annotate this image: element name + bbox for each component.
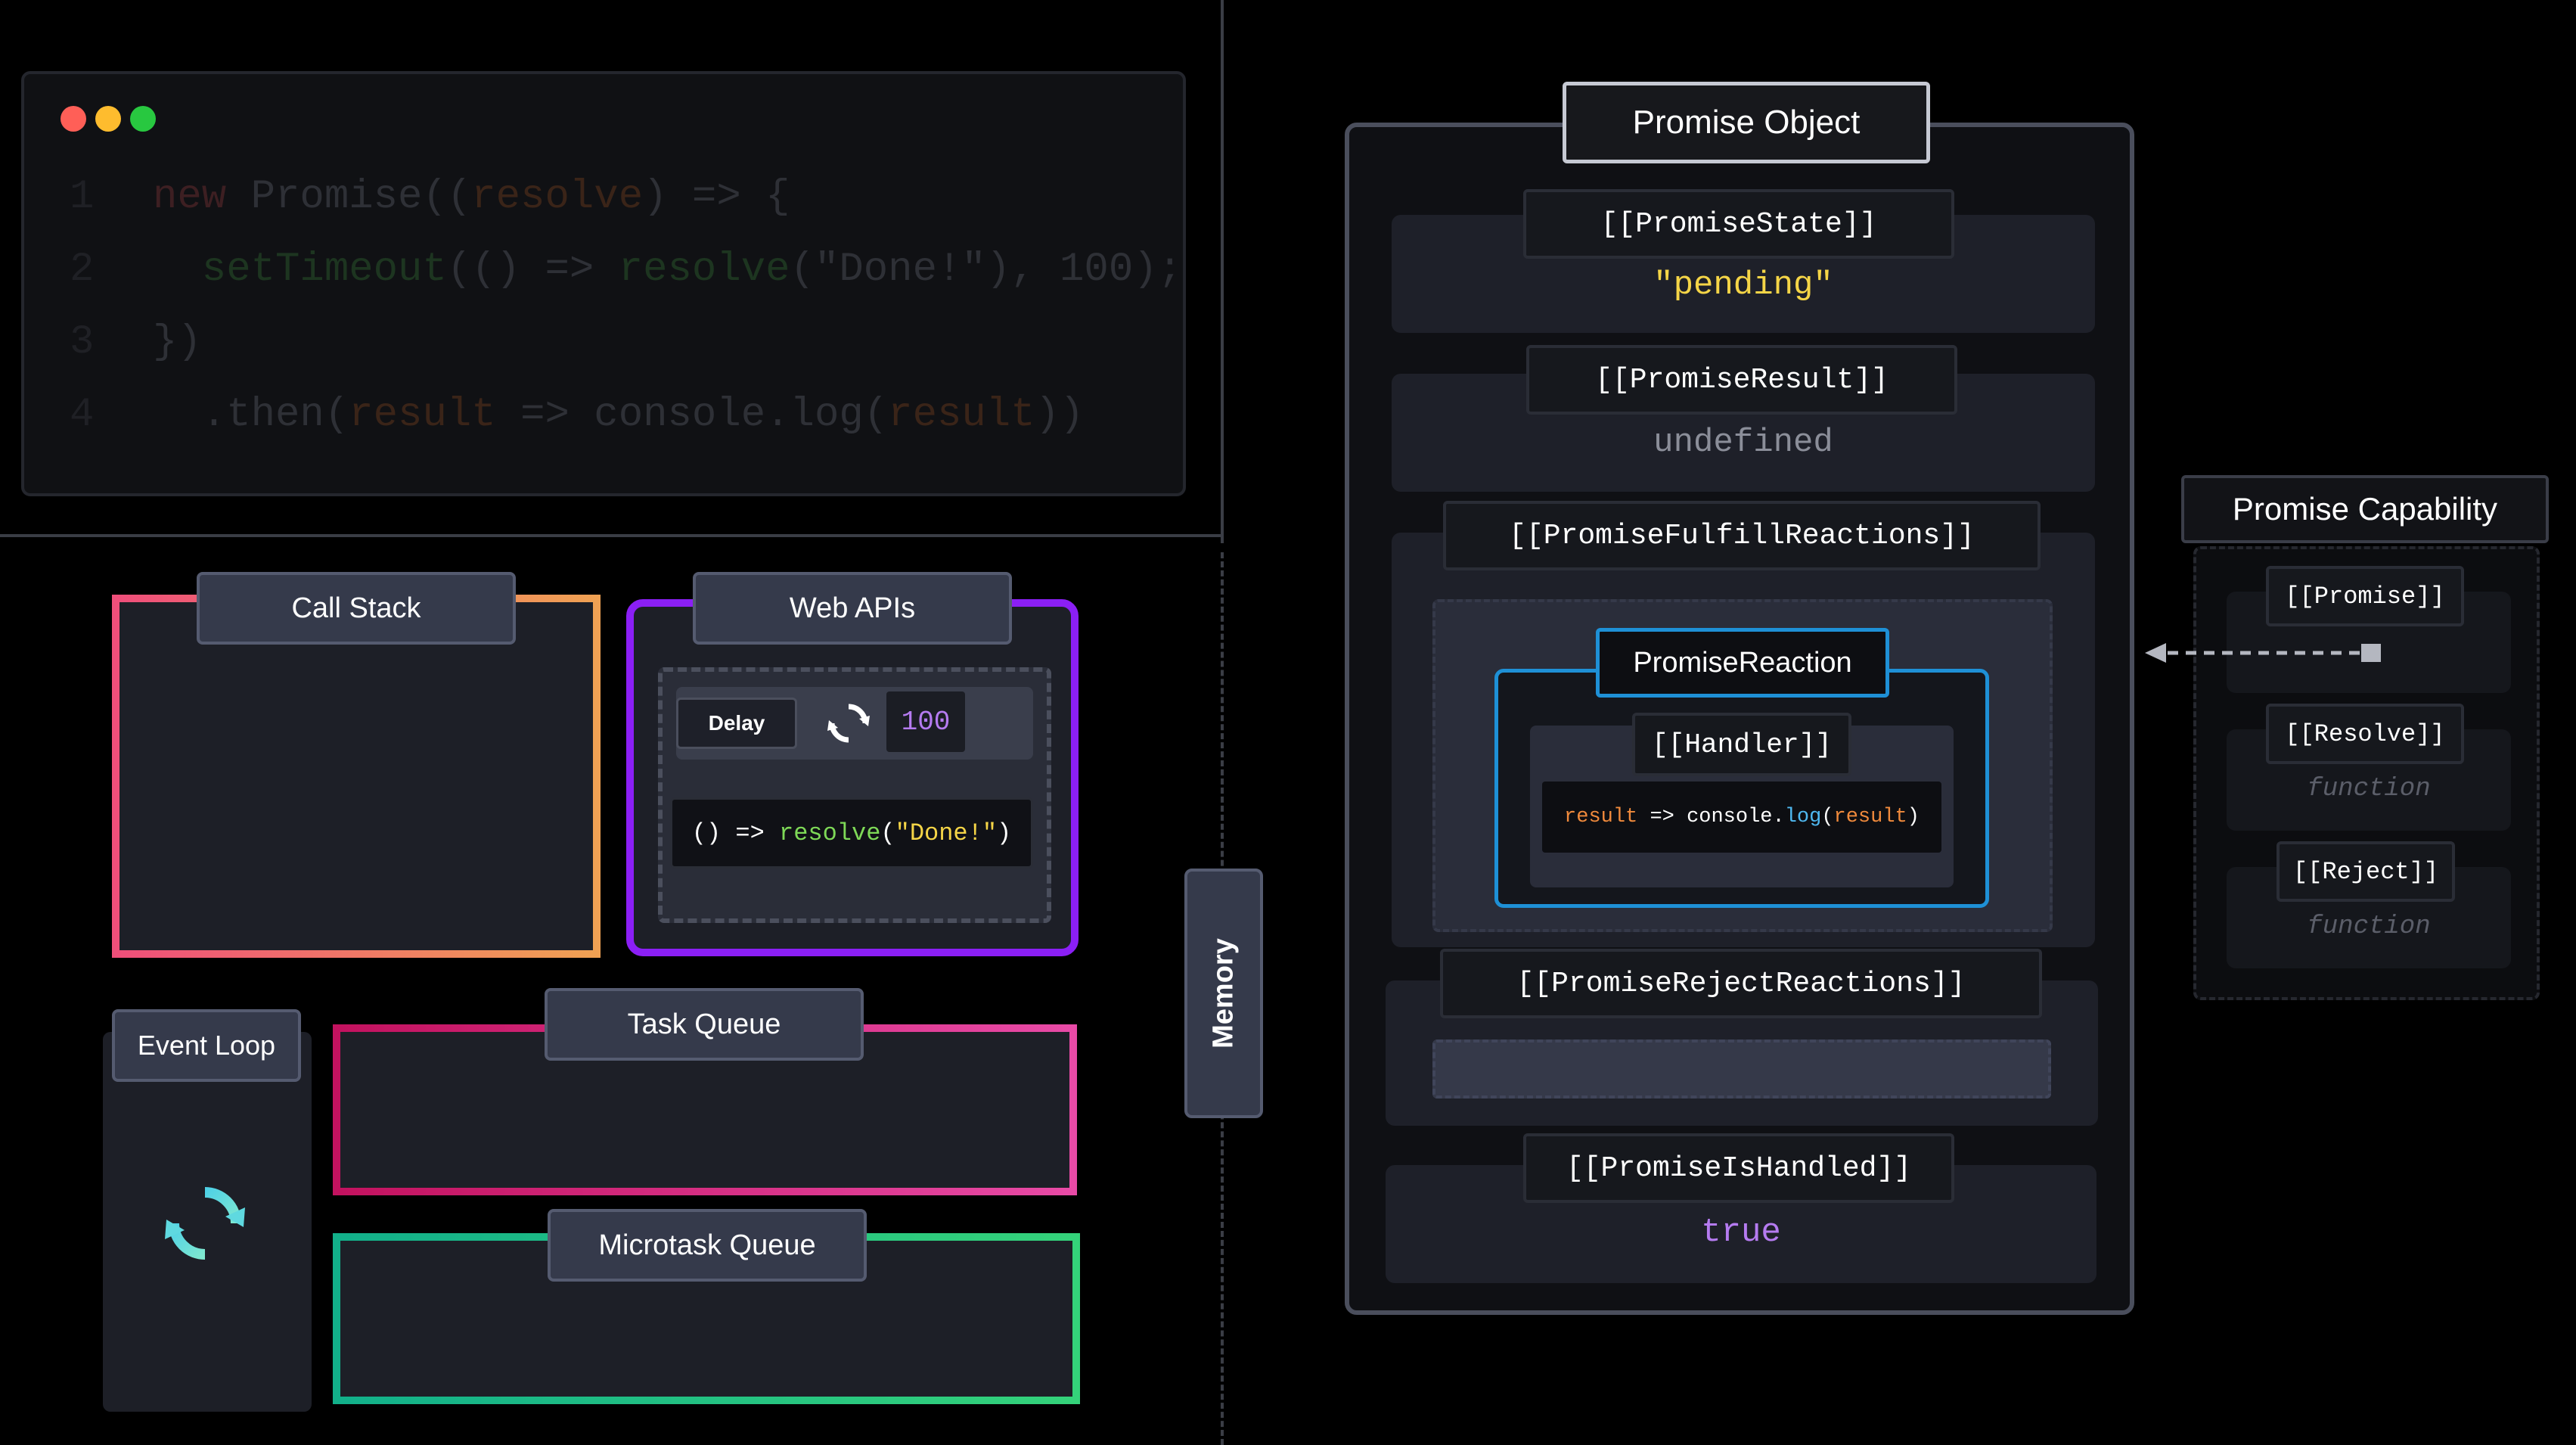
handler-code: result => console.log(result) (1542, 782, 1941, 853)
promise-capability-title: Promise Capability (2181, 475, 2549, 543)
capability-reject-value: function (2307, 912, 2431, 941)
handler-box: result => console.log(result) (1530, 726, 1954, 887)
close-dot-icon[interactable] (61, 106, 86, 132)
minimize-dot-icon[interactable] (95, 106, 121, 132)
promise-state-value: "pending" (1653, 266, 1833, 304)
delay-label: Delay (676, 698, 797, 749)
fulfill-reactions-label: [[PromiseFulfillReactions]] (1443, 501, 2041, 570)
promise-reaction-card: result => console.log(result) (1494, 669, 1989, 908)
event-loop-title: Event Loop (112, 1009, 301, 1082)
is-handled-value: true (1701, 1213, 1781, 1251)
vertical-divider (1221, 0, 1224, 543)
reject-reactions-label: [[PromiseRejectReactions]] (1440, 949, 2042, 1018)
web-apis-title: Web APIs (693, 572, 1012, 645)
delay-row: Delay 100 (676, 687, 1033, 760)
code-line-4: 4 .then(result => console.log(result)) (70, 392, 1085, 438)
promise-result-section: undefined (1392, 374, 2095, 492)
call-stack-title: Call Stack (197, 572, 516, 645)
event-loop-cycle-icon (162, 1180, 248, 1266)
capability-reject-label: [[Reject]] (2277, 841, 2455, 902)
timer-callback: () => resolve("Done!") (670, 797, 1033, 869)
capability-resolve-value: function (2307, 775, 2431, 803)
memory-label: Memory (1184, 869, 1263, 1118)
capability-promise-label: [[Promise]] (2266, 566, 2464, 626)
promise-state-label: [[PromiseState]] (1523, 189, 1954, 259)
call-stack-panel (112, 595, 601, 958)
event-loop-panel (103, 1032, 312, 1412)
capability-resolve-label: [[Resolve]] (2266, 704, 2464, 764)
promise-object-title: Promise Object (1563, 82, 1930, 163)
promise-reaction-label: PromiseReaction (1596, 628, 1889, 698)
promise-result-label: [[PromiseResult]] (1526, 345, 1957, 415)
code-line-2: 2 setTimeout(() => resolve("Done!"), 100… (70, 247, 1183, 293)
code-line-3: 3}) (70, 319, 202, 365)
task-queue-title: Task Queue (545, 988, 864, 1061)
web-apis-panel: Delay 100 () => resolve("Done!") (626, 599, 1079, 956)
promise-object-panel: "pending" [[PromiseState]] undefined [[P… (1345, 123, 2134, 1315)
horizontal-divider (0, 534, 1224, 537)
promise-pointer-arrow (2145, 643, 2381, 663)
web-api-timer-box: Delay 100 () => resolve("Done!") (658, 667, 1051, 923)
handler-label: [[Handler]] (1632, 713, 1851, 776)
maximize-dot-icon[interactable] (130, 106, 156, 132)
microtask-queue-title: Microtask Queue (548, 1209, 867, 1282)
promise-result-value: undefined (1653, 424, 1833, 461)
reject-reactions-list (1432, 1039, 2051, 1099)
delay-value: 100 (886, 691, 965, 752)
is-handled-label: [[PromiseIsHandled]] (1523, 1133, 1954, 1203)
refresh-icon (826, 701, 871, 746)
